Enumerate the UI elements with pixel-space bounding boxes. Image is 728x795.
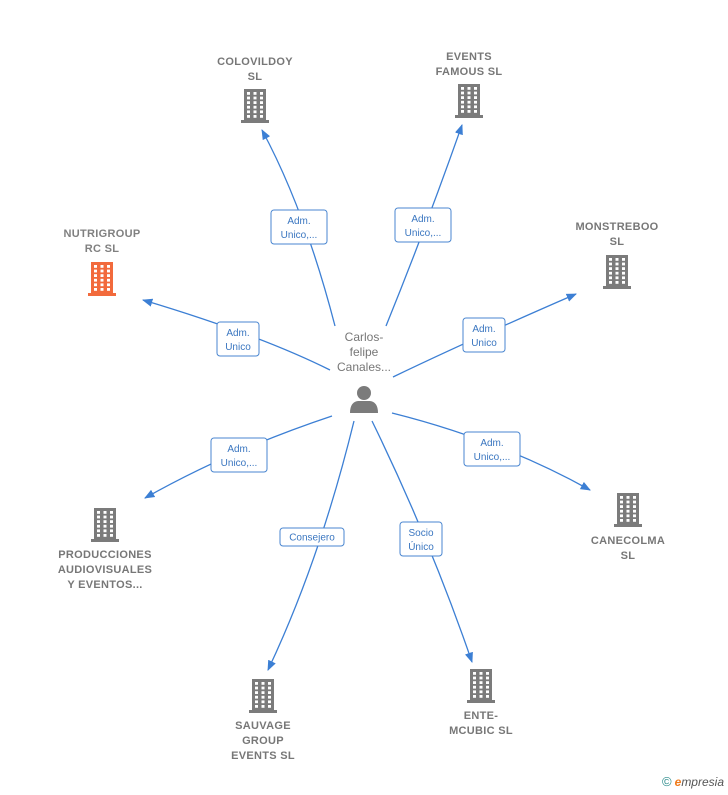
role-badge-box — [210, 437, 268, 473]
building-icon — [455, 84, 483, 118]
company-node-monstreboo[interactable]: MONSTREBOO SL — [575, 221, 658, 289]
role-label: Socio — [408, 528, 433, 539]
role-label: Unico — [471, 338, 497, 349]
footer-brand: ©empresia — [662, 774, 724, 789]
edge-monstreboo: Adm. Unico — [392, 293, 577, 378]
company-node-ente-mcubic[interactable]: ENTE- MCUBIC SL — [449, 669, 513, 737]
company-name: CANECOLMA — [591, 535, 665, 547]
company-name: EVENTS — [446, 51, 492, 63]
role-label: Adm. — [411, 214, 434, 225]
person-node[interactable]: Carlos-felipeCanales... — [337, 330, 391, 413]
edge-events-famous: Adm. Unico,... — [385, 124, 463, 327]
company-node-sauvage[interactable]: SAUVAGE GROUP EVENTS SL — [231, 679, 295, 762]
company-node-colovildoy[interactable]: COLOVILDOY SL — [217, 56, 293, 123]
company-name: Y EVENTOS... — [67, 579, 142, 591]
role-badge-box — [279, 527, 345, 547]
company-name: EVENTS SL — [231, 750, 295, 762]
copyright-symbol: © — [662, 774, 672, 789]
company-name: FAMOUS SL — [436, 66, 503, 78]
company-name: MCUBIC SL — [449, 725, 513, 737]
edge-sauvage: Consejero — [267, 420, 355, 671]
role-badge-box — [216, 321, 260, 357]
brand-name: mpresia — [681, 775, 724, 789]
role-badge-box — [462, 317, 506, 353]
role-badge-box — [270, 209, 328, 245]
company-name: MONSTREBOO — [575, 221, 658, 233]
edge-colovildoy: Adm. Unico,... — [261, 129, 336, 327]
role-label: Adm. — [472, 324, 495, 335]
company-node-events-famous[interactable]: EVENTS FAMOUS SL — [436, 51, 503, 118]
edge-nutrigroup: Adm. Unico — [142, 298, 331, 371]
company-node-nutrigroup[interactable]: NUTRIGROUP RC SL — [64, 228, 141, 296]
role-badge[interactable]: Adm. Unico,... — [394, 207, 452, 243]
building-icon — [467, 669, 495, 703]
edge-arrow — [267, 420, 355, 671]
role-label: Unico,... — [221, 458, 258, 469]
role-badge-box — [463, 431, 521, 467]
building-icon — [249, 679, 277, 713]
company-name: COLOVILDOY — [217, 56, 293, 68]
building-icon — [88, 262, 116, 296]
edge-producciones: Adm. Unico,... — [144, 415, 333, 499]
company-name: ENTE- — [464, 710, 499, 722]
company-name: GROUP — [242, 735, 284, 747]
brand-initial: e — [674, 775, 682, 789]
role-label: Consejero — [289, 533, 335, 544]
company-name: PRODUCCIONES — [58, 549, 151, 561]
company-name: NUTRIGROUP — [64, 228, 141, 240]
company-node-canecolma[interactable]: CANECOLMA SL — [591, 493, 665, 562]
role-label: Unico,... — [474, 452, 511, 463]
role-label: Adm. — [287, 216, 310, 227]
person-name: felipe — [350, 345, 379, 359]
company-name: SL — [621, 550, 636, 562]
person-icon — [350, 386, 378, 413]
building-icon — [614, 493, 642, 527]
role-label: Adm. — [226, 328, 249, 339]
person-name: Canales... — [337, 360, 391, 374]
role-badge[interactable]: Consejero — [279, 527, 345, 547]
role-badge[interactable]: Adm. Unico,... — [270, 209, 328, 245]
role-badge[interactable]: Adm. Unico,... — [210, 437, 268, 473]
company-name: SL — [248, 71, 263, 83]
company-name: SL — [610, 236, 625, 248]
company-name: AUDIOVISUALES — [58, 564, 152, 576]
nodes-layer: COLOVILDOY SL EVENTS FAMOUS SL NUTRIGROUP RC … — [58, 51, 665, 762]
role-badge[interactable]: Adm. Unico — [216, 321, 260, 357]
person-name: Carlos- — [345, 330, 384, 344]
company-node-producciones[interactable]: PRODUCCIONES AUDIOVISUALES Y EVENTOS... — [58, 508, 152, 591]
building-icon — [241, 89, 269, 123]
edge-canecolma: Adm. Unico,... — [391, 412, 591, 491]
company-name: SAUVAGE — [235, 720, 291, 732]
role-label: Unico — [225, 342, 251, 353]
building-icon — [603, 255, 631, 289]
building-icon — [91, 508, 119, 542]
role-badge-box — [399, 521, 443, 557]
edges-layer: Adm.Unico,...Adm.Unico,...Adm.UnicoAdm.U… — [142, 124, 591, 671]
role-label: Unico,... — [405, 228, 442, 239]
role-label: Unico,... — [281, 230, 318, 241]
company-name: RC SL — [85, 243, 120, 255]
role-badge-box — [394, 207, 452, 243]
role-badge[interactable]: Adm. Unico — [462, 317, 506, 353]
role-label: Único — [408, 540, 434, 553]
role-label: Adm. — [480, 438, 503, 449]
role-badge[interactable]: Adm. Unico,... — [463, 431, 521, 467]
role-label: Adm. — [227, 444, 250, 455]
